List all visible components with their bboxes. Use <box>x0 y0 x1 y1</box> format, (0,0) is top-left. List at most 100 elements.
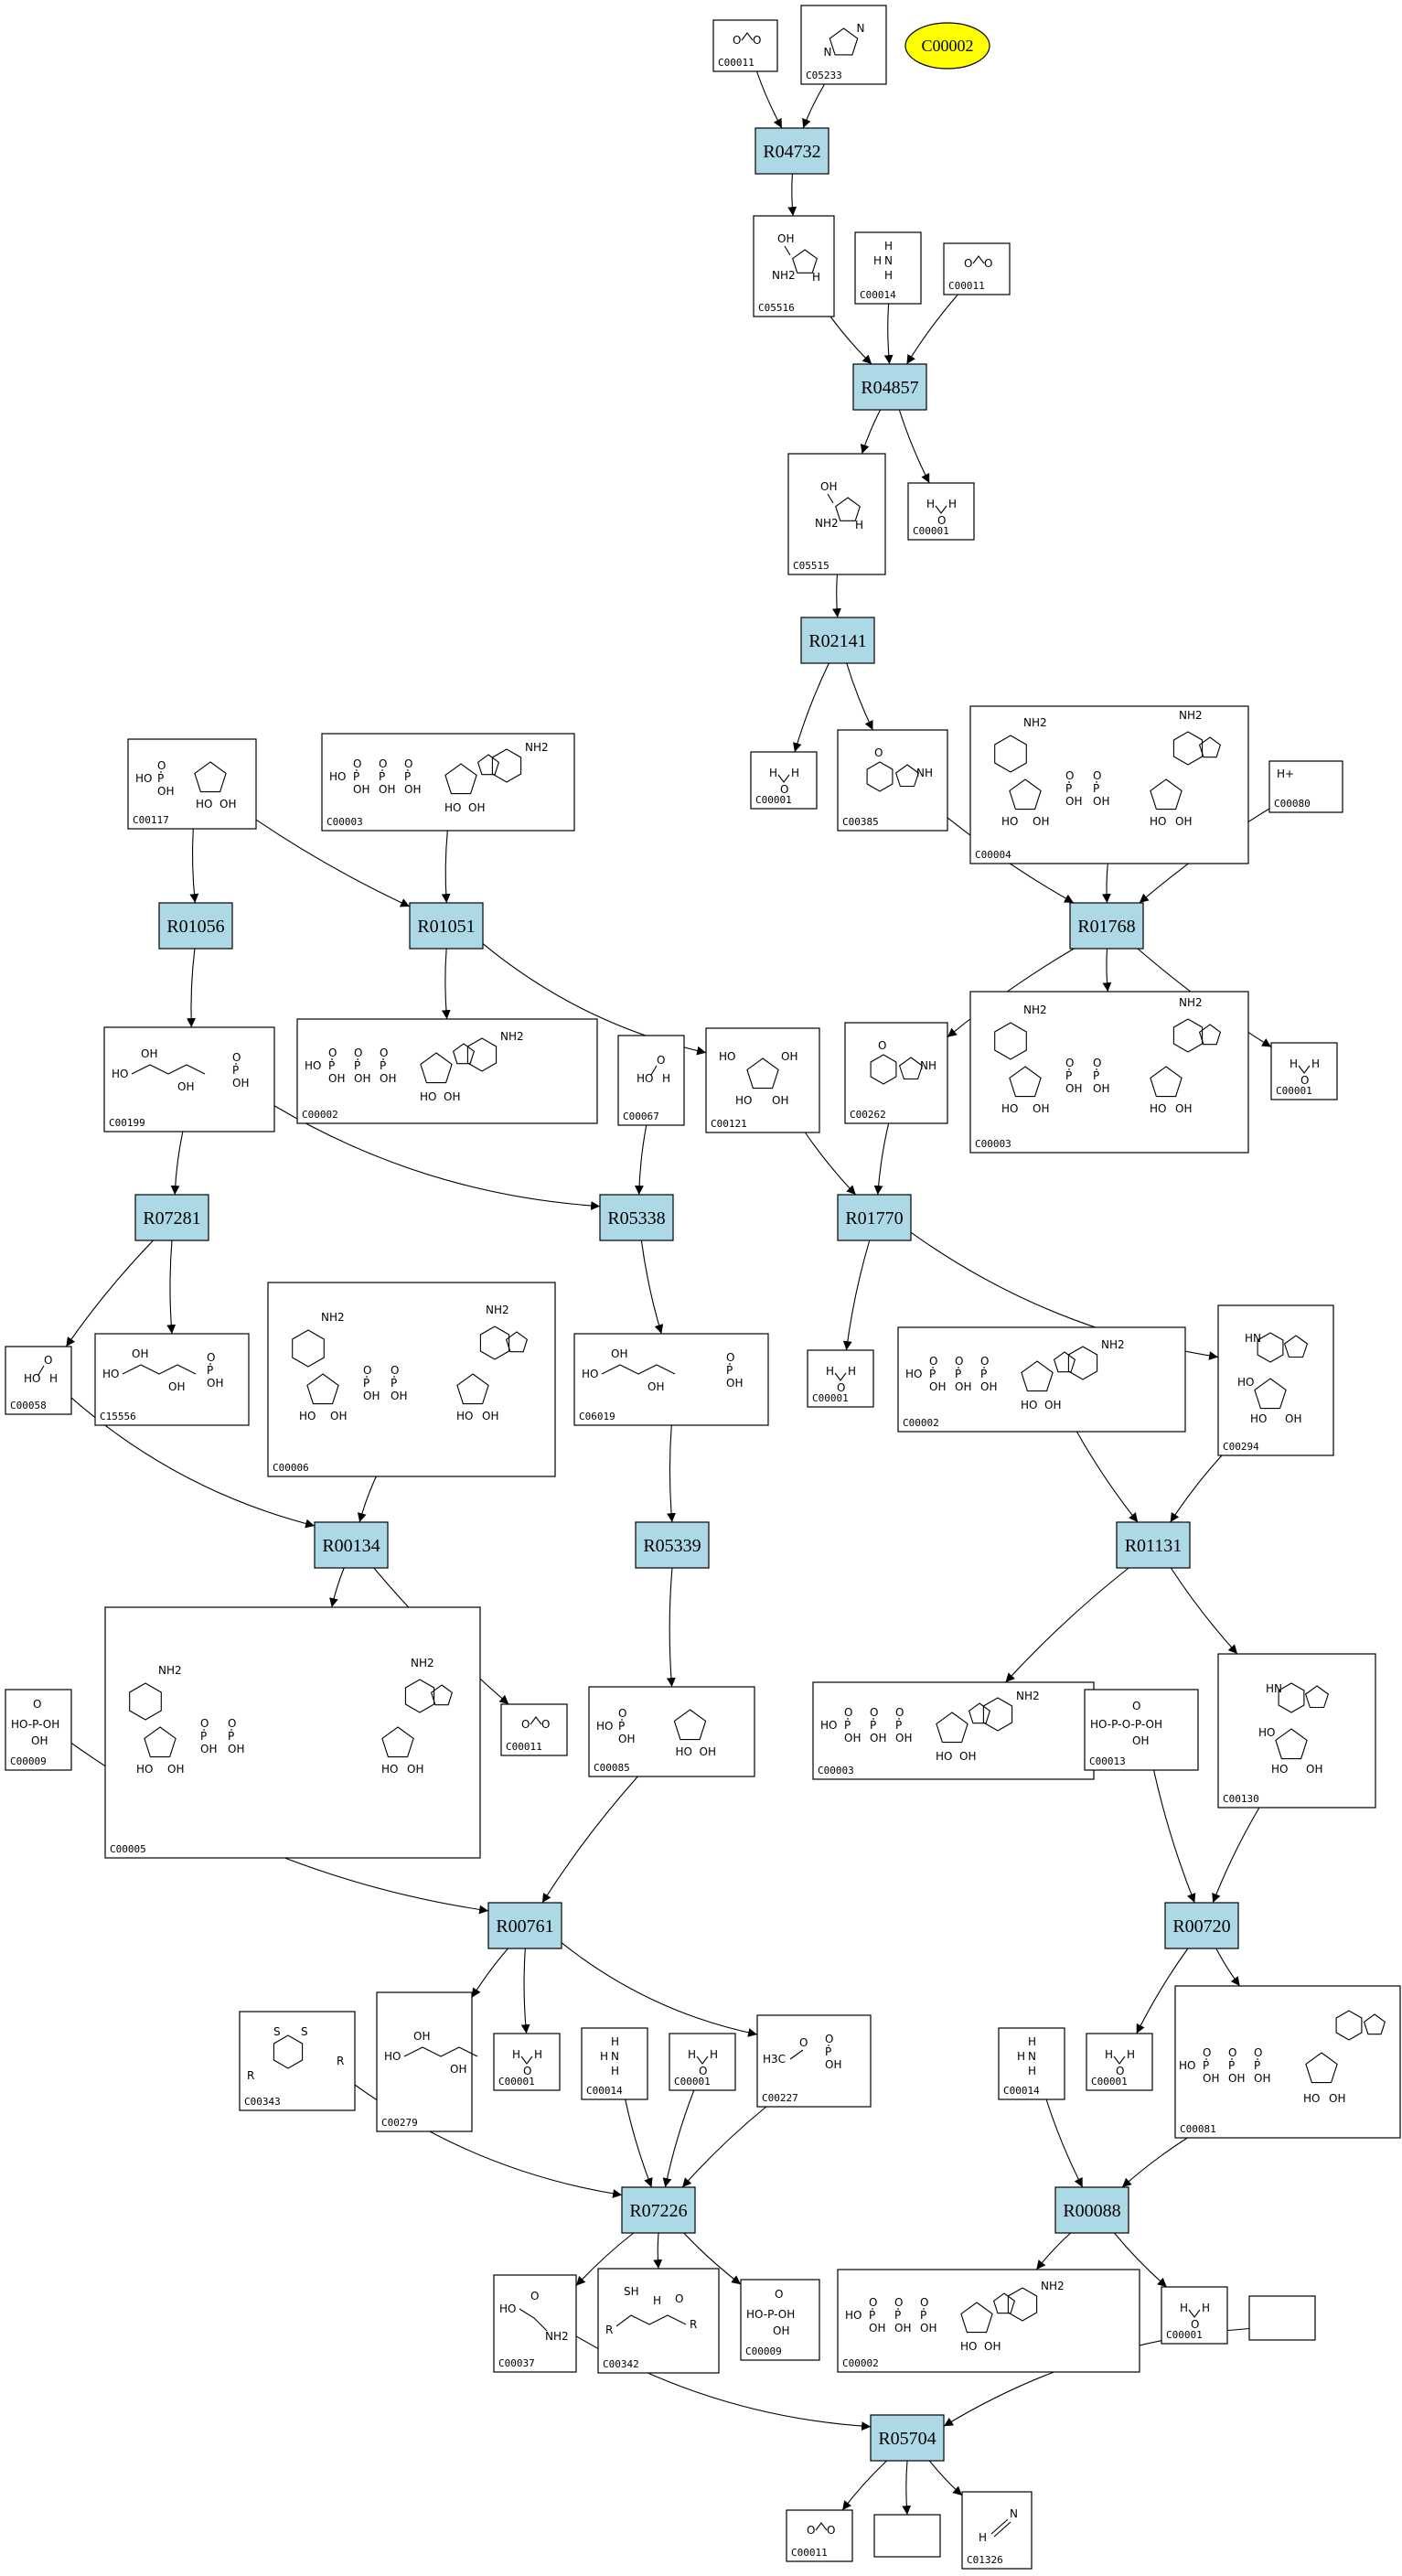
compound-C00014[interactable]: C00014 <box>854 231 922 305</box>
svg-text:NH2: NH2 <box>1023 1004 1047 1016</box>
compound-C05516[interactable]: C05516 <box>753 215 835 317</box>
compound-C00294[interactable]: C00294 <box>1217 1304 1334 1456</box>
svg-text:OH: OH <box>444 1090 460 1103</box>
compound-id-label: C00009 <box>745 2345 782 2357</box>
svg-text:HO: HO <box>102 1368 119 1380</box>
compound-C00227[interactable]: C00227 <box>756 2014 872 2108</box>
svg-text:HO: HO <box>582 1368 598 1380</box>
compound-unnamed[interactable] <box>1248 2295 1316 2341</box>
compound-C00199[interactable]: C00199 <box>103 1026 275 1132</box>
reaction-R02141[interactable]: R02141 <box>800 617 875 664</box>
reaction-R07226[interactable]: R07226 <box>621 2186 696 2234</box>
compound-C00003[interactable]: C00003 <box>969 991 1249 1154</box>
reaction-R04857[interactable]: R04857 <box>852 363 927 411</box>
reaction-R05704[interactable]: R05704 <box>870 2414 945 2462</box>
compound-C00011[interactable]: C00011 <box>786 2509 853 2562</box>
compound-id-label: C00002 <box>302 1109 338 1121</box>
svg-text:NH2: NH2 <box>411 1657 434 1669</box>
compound-C00081[interactable]: C00081 <box>1174 1985 1401 2139</box>
reaction-R07281[interactable]: R07281 <box>134 1194 209 1241</box>
svg-text:O: O <box>521 1718 530 1731</box>
compound-C00006[interactable]: C00006 <box>267 1282 556 1477</box>
reaction-R05338[interactable]: R05338 <box>599 1194 674 1241</box>
reaction-R04732[interactable]: R04732 <box>755 127 829 175</box>
reaction-R05339[interactable]: R05339 <box>635 1521 710 1569</box>
svg-text:P: P <box>1065 1069 1072 1082</box>
svg-text:OH: OH <box>1093 1082 1109 1095</box>
svg-text:N: N <box>824 46 832 59</box>
reaction-R01056[interactable]: R01056 <box>158 902 233 950</box>
compound-C00001[interactable]: C00001 <box>1270 1042 1338 1100</box>
compound-unnamed[interactable] <box>873 2514 941 2558</box>
svg-text:P: P <box>618 1720 625 1733</box>
compound-C00001[interactable]: C00001 <box>907 482 975 541</box>
compound-C00279[interactable]: C00279 <box>376 1991 473 2132</box>
compound-C00067[interactable]: C00067 <box>617 1035 685 1126</box>
compound-C00002[interactable]: C00002 <box>296 1018 598 1124</box>
compound-C15556[interactable]: C15556 <box>94 1333 250 1426</box>
svg-text:H: H <box>710 2048 718 2061</box>
compound-C00001[interactable]: C00001 <box>493 2033 561 2091</box>
compound-C00002[interactable]: C00002 <box>897 1326 1186 1433</box>
compound-C00085[interactable]: C00085 <box>588 1686 755 1777</box>
svg-text:O: O <box>1065 1057 1074 1069</box>
highlight-compound-ellipse[interactable]: C00002 <box>904 22 990 70</box>
compound-C00117[interactable]: C00117 <box>127 738 257 830</box>
compound-C00014[interactable]: C00014 <box>998 2027 1065 2100</box>
compound-id-label: C00003 <box>326 816 363 828</box>
reaction-R01768[interactable]: R01768 <box>1069 902 1144 950</box>
reaction-R00134[interactable]: R00134 <box>314 1521 389 1569</box>
svg-text:OH: OH <box>132 1347 148 1360</box>
reaction-R00761[interactable]: R00761 <box>487 1902 562 1949</box>
svg-text:O: O <box>1116 2065 1124 2077</box>
compound-C00011[interactable]: C00011 <box>943 242 1011 295</box>
svg-text:NH2: NH2 <box>1179 709 1203 722</box>
compound-C00009[interactable]: C00009 <box>5 1689 72 1771</box>
svg-text:H: H <box>769 767 777 779</box>
compound-C00058[interactable]: C00058 <box>5 1346 72 1415</box>
compound-C00001[interactable]: C00001 <box>750 751 818 810</box>
compound-C00037[interactable]: C00037 <box>493 2274 577 2373</box>
reaction-R00720[interactable]: R00720 <box>1164 1902 1239 1949</box>
compound-C05515[interactable]: C05515 <box>787 453 886 575</box>
edge-R01768-c19 <box>1102 948 1112 993</box>
compound-C00004[interactable]: C00004 <box>969 705 1249 864</box>
compound-C00005[interactable]: C00005 <box>104 1606 481 1859</box>
svg-text:HO: HO <box>596 1720 613 1733</box>
reaction-R01051[interactable]: R01051 <box>409 902 484 950</box>
compound-C00001[interactable]: C00001 <box>1086 2033 1153 2091</box>
compound-C00009[interactable]: C00009 <box>740 2279 820 2361</box>
edge-R00720-c42 <box>1136 1948 1189 2034</box>
compound-C06019[interactable]: C06019 <box>573 1333 769 1426</box>
compound-C00011[interactable]: C00011 <box>712 19 778 72</box>
compound-C00342[interactable]: C00342 <box>597 2268 720 2374</box>
reaction-R01770[interactable]: R01770 <box>837 1194 912 1241</box>
compound-C00003[interactable]: C00003 <box>812 1681 1095 1780</box>
compound-C01326[interactable]: C01326 <box>961 2491 1033 2570</box>
svg-text:NH2: NH2 <box>1179 996 1203 1009</box>
compound-C05233[interactable]: C05233 <box>800 5 887 85</box>
reaction-label: R01051 <box>417 917 475 937</box>
compound-C00001[interactable]: C00001 <box>1161 2286 1228 2345</box>
compound-C00014[interactable]: C00014 <box>581 2027 648 2100</box>
compound-C00011[interactable]: C00011 <box>500 1703 568 1756</box>
svg-text:P: P <box>1228 2059 1235 2072</box>
edge-R01131-c34 <box>1170 1567 1238 1655</box>
compound-C00080[interactable]: C00080 <box>1268 760 1343 813</box>
compound-C00013[interactable]: C00013 <box>1084 1689 1199 1771</box>
svg-text:O: O <box>837 1381 845 1394</box>
compound-C00003[interactable]: C00003 <box>321 733 575 832</box>
compound-C00001[interactable]: C00001 <box>669 2033 736 2091</box>
reaction-R01131[interactable]: R01131 <box>1116 1521 1191 1569</box>
compound-C00121[interactable]: C00121 <box>705 1027 820 1133</box>
reaction-R00088[interactable]: R00088 <box>1054 2186 1129 2234</box>
compound-C00002[interactable]: C00002 <box>837 2269 1140 2373</box>
svg-text:O: O <box>618 1707 626 1720</box>
svg-text:H: H <box>1311 1057 1320 1070</box>
svg-text:O: O <box>404 757 412 770</box>
compound-C00001[interactable]: C00001 <box>807 1349 874 1408</box>
compound-C00130[interactable]: C00130 <box>1217 1653 1376 1809</box>
compound-C00343[interactable]: C00343 <box>239 2011 356 2111</box>
